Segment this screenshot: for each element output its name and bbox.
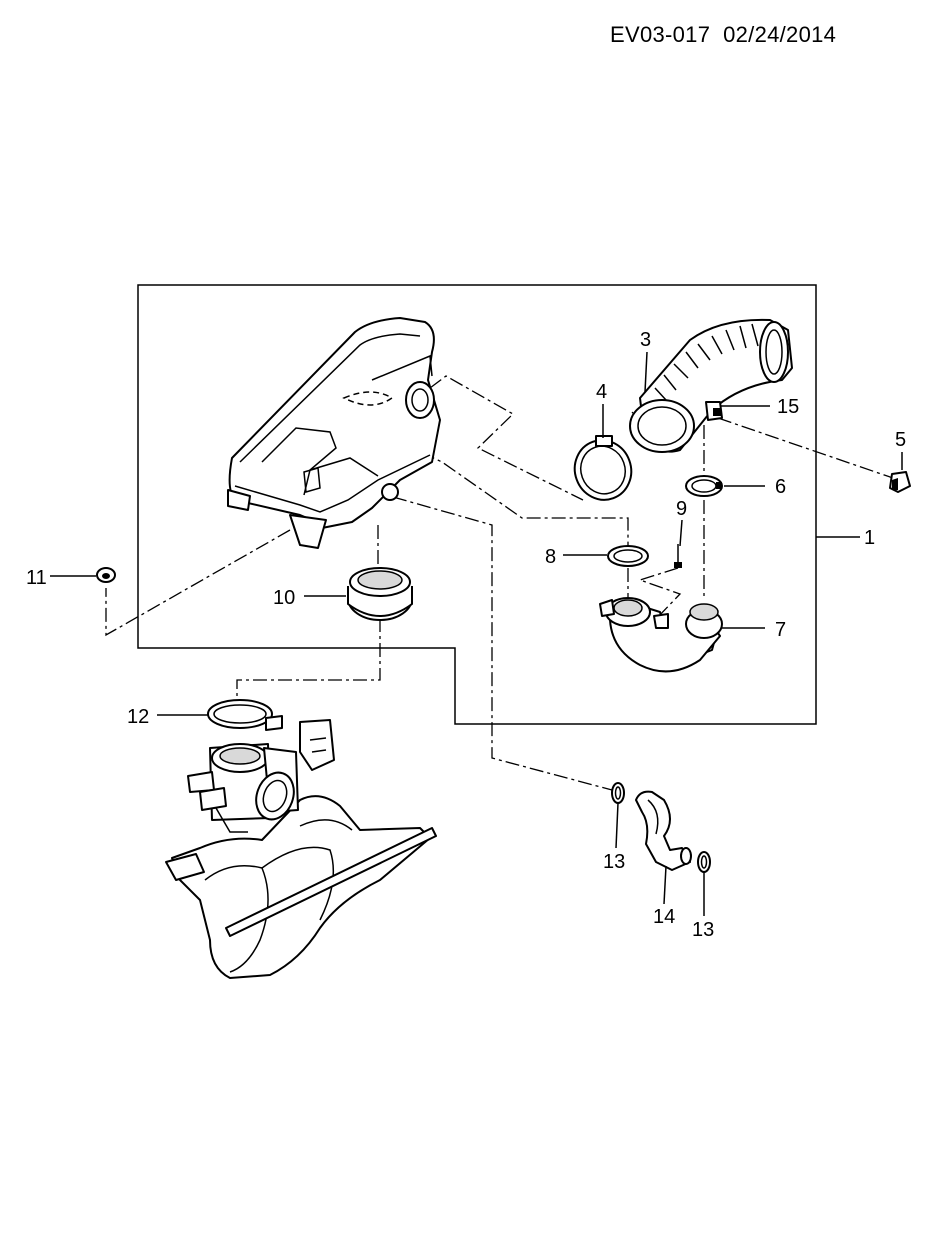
callout-9: 9 xyxy=(676,498,687,520)
drawing-date: 02/24/2014 xyxy=(723,22,837,47)
callout-labels: 1 3 4 5 6 7 8 9 10 11 12 13 13 14 15 xyxy=(26,329,906,941)
callout-7: 7 xyxy=(775,619,786,641)
callout-10: 10 xyxy=(273,587,295,609)
assembly-lines xyxy=(105,375,894,791)
air-cleaner-housing xyxy=(227,317,441,549)
callout-13-upper: 13 xyxy=(603,851,625,873)
callout-13-lower: 13 xyxy=(692,919,714,941)
callout-3: 3 xyxy=(640,329,651,351)
o-ring-seal xyxy=(607,545,649,567)
intake-manifold xyxy=(165,719,437,979)
clamp-throttle xyxy=(207,699,283,731)
callout-6: 6 xyxy=(775,476,786,498)
callout-14: 14 xyxy=(653,906,675,928)
hose-clip-upper xyxy=(611,782,625,804)
drawing-id: EV03-017 xyxy=(610,22,711,47)
callout-12: 12 xyxy=(127,706,149,728)
resonator-elbow xyxy=(599,597,723,673)
clamp-large xyxy=(573,435,633,501)
hose-clip-lower xyxy=(697,851,711,873)
intake-duct xyxy=(629,318,793,453)
bolt xyxy=(674,544,682,568)
adapter-ring xyxy=(347,567,413,621)
assembly-frame xyxy=(137,284,817,725)
clamp-small xyxy=(685,475,723,497)
callout-11: 11 xyxy=(26,567,47,589)
callout-4: 4 xyxy=(596,381,607,403)
callout-1: 1 xyxy=(864,527,875,549)
callout-5: 5 xyxy=(895,429,906,451)
breather-hose xyxy=(635,790,692,871)
callout-15: 15 xyxy=(777,396,799,418)
clip-part-5 xyxy=(889,471,911,493)
leader-lines xyxy=(50,351,903,916)
grommet xyxy=(96,567,116,583)
drawing-header: EV03-017 02/24/2014 xyxy=(610,22,836,48)
callout-8: 8 xyxy=(545,546,556,568)
